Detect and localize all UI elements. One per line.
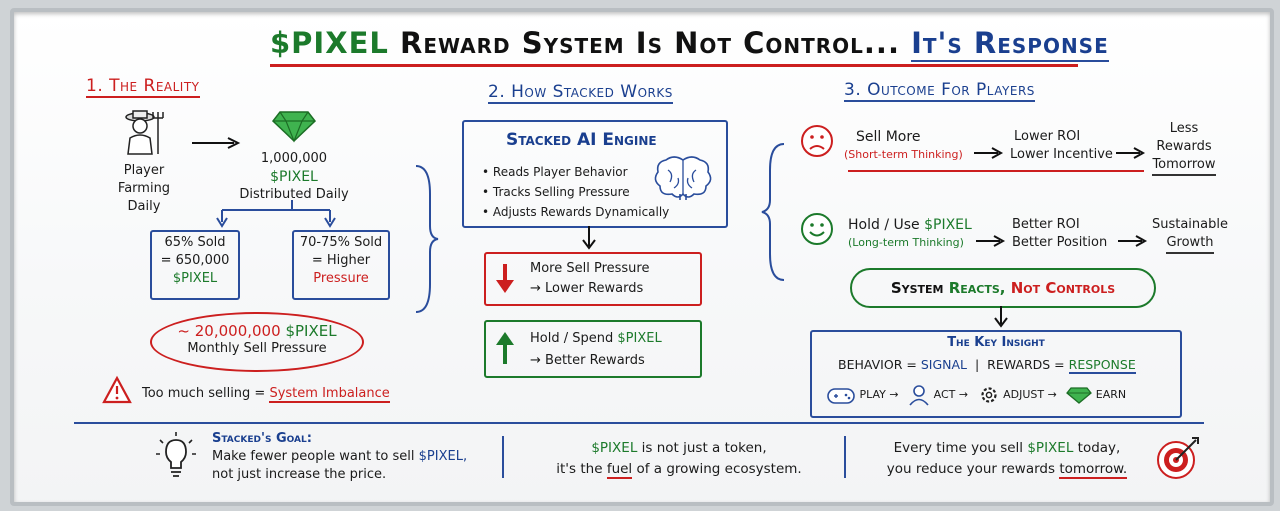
sad-face-icon <box>800 124 834 162</box>
lightbulb-icon <box>154 432 198 482</box>
arrow-hold-1 <box>976 232 1006 251</box>
sold-70-box: 70-75% Sold = Higher Pressure <box>292 230 390 300</box>
arrow-sell-2 <box>1116 144 1146 163</box>
section2-heading: 2. How Stacked Works <box>488 82 673 104</box>
brace-1 <box>412 164 440 318</box>
brain-icon <box>654 154 712 206</box>
hold-use-label: Hold / Use $PIXEL (Long-term Thinking) <box>848 216 972 252</box>
insight-steps: PLAY → ACT → ADJUST → EARN <box>826 384 1126 406</box>
up-arrow-icon <box>494 332 516 368</box>
hold-end: Sustainable Growth <box>1150 216 1230 254</box>
brace-3 <box>760 142 788 286</box>
section3-heading: 3. Outcome For Players <box>844 80 1035 102</box>
happy-face-icon <box>800 212 834 250</box>
warning-text: Too much selling = System Imbalance <box>142 385 390 403</box>
insight-equation: BEHAVIOR = SIGNAL | REWARDS = RESPONSE <box>838 356 1136 374</box>
sell-end: Less Rewards Tomorrow <box>1152 120 1216 176</box>
arrow-sell-1 <box>974 144 1004 163</box>
warning-icon <box>102 376 132 408</box>
gem-icon <box>272 110 316 146</box>
gamepad-icon <box>826 385 856 405</box>
arrow-down-insight <box>994 306 1008 332</box>
arrow-down-engine <box>582 226 596 254</box>
better-rewards-box: Hold / Spend $PIXEL → Better Rewards <box>484 320 702 378</box>
system-reacts-pill: System Reacts, Not Controls <box>850 268 1156 308</box>
distributed-block: 1,000,000 $PIXEL Distributed Daily <box>234 150 354 204</box>
sell-warning-statement: Every time you sell $PIXEL today, you re… <box>862 438 1152 480</box>
stacked-engine-box: Stacked AI Engine • Reads Player Behavio… <box>462 120 728 228</box>
gem-icon-small <box>1066 386 1092 404</box>
target-icon <box>1156 436 1202 484</box>
monthly-sell-oval: ~ 20,000,000 $PIXEL Monthly Sell Pressur… <box>150 312 364 372</box>
title-end: It's Response <box>911 26 1109 62</box>
down-arrow-icon <box>494 264 516 298</box>
sell-more-label: Sell More (Short-term Thinking) <box>844 128 963 164</box>
sell-row-underline <box>848 170 1144 172</box>
footer-sep-1 <box>502 436 504 478</box>
key-insight-box: The Key Insight BEHAVIOR = SIGNAL | REWA… <box>810 330 1182 418</box>
footer-divider <box>74 422 1204 424</box>
whiteboard: $PIXEL Reward System Is Not Control... I… <box>10 8 1274 506</box>
title-brand: $PIXEL <box>270 26 389 60</box>
sold-65-box: 65% Sold = 650,000 $PIXEL <box>150 230 240 300</box>
footer-sep-2 <box>844 436 846 478</box>
token-statement: $PIXEL is not just a token, it's the fue… <box>524 438 834 480</box>
lower-rewards-box: More Sell Pressure → Lower Rewards <box>484 252 702 306</box>
arrow-hold-2 <box>1118 232 1148 251</box>
title: $PIXEL Reward System Is Not Control... I… <box>270 26 1070 66</box>
person-icon <box>908 384 930 406</box>
engine-list: • Reads Player Behavior • Tracks Selling… <box>482 162 669 222</box>
hold-mid: Better ROI Better Position <box>1012 216 1107 252</box>
player-label: Player Farming Daily <box>114 162 174 216</box>
section1-heading: 1. The Reality <box>86 76 200 98</box>
gear-icon <box>978 384 1000 406</box>
title-mid: Reward System Is Not Control... <box>400 26 900 60</box>
title-underline <box>270 64 1078 67</box>
farmer-icon <box>118 108 168 160</box>
sell-mid: Lower ROI Lower Incentive <box>1010 128 1113 164</box>
goal-block: Stacked's Goal: Make fewer people want t… <box>212 430 467 484</box>
